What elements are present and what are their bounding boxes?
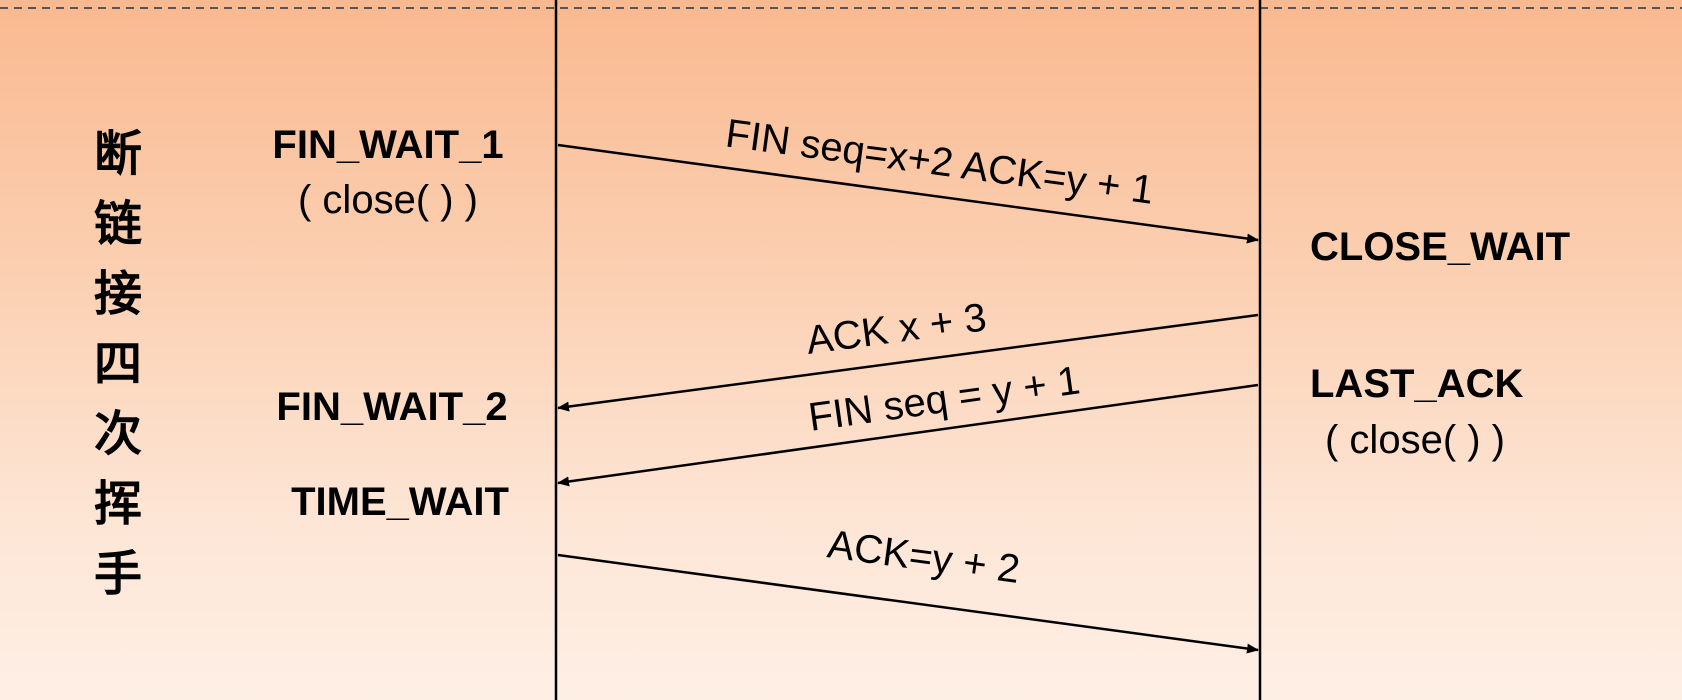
message-arrow-1 <box>557 143 1259 244</box>
message-arrow-3 <box>557 383 1259 487</box>
title-glyph: 次 <box>94 408 142 461</box>
message-arrow-4 <box>557 553 1259 654</box>
state-close-wait: CLOSE_WAIT <box>1310 225 1570 269</box>
state-fin-wait-2: FIN_WAIT_2 <box>276 385 507 429</box>
state-fin-wait-1: FIN_WAIT_1 <box>272 123 503 167</box>
message-arrow-2 <box>557 313 1259 412</box>
message-label-2: ACK x + 3 <box>804 295 989 363</box>
title-glyph: 手 <box>94 548 142 601</box>
message-label-4: ACK=y + 2 <box>825 522 1023 592</box>
state-last-ack-note: ( close( ) ) <box>1325 418 1505 462</box>
title-glyph: 挥 <box>94 478 142 531</box>
state-fin-wait-1-note: ( close( ) ) <box>298 178 478 222</box>
state-time-wait: TIME_WAIT <box>291 480 509 524</box>
state-last-ack: LAST_ACK <box>1310 362 1523 406</box>
title-glyph: 断 <box>94 128 142 181</box>
title-glyph: 四 <box>94 338 142 391</box>
title-glyph: 接 <box>94 268 142 321</box>
title-glyph: 链 <box>94 198 142 251</box>
